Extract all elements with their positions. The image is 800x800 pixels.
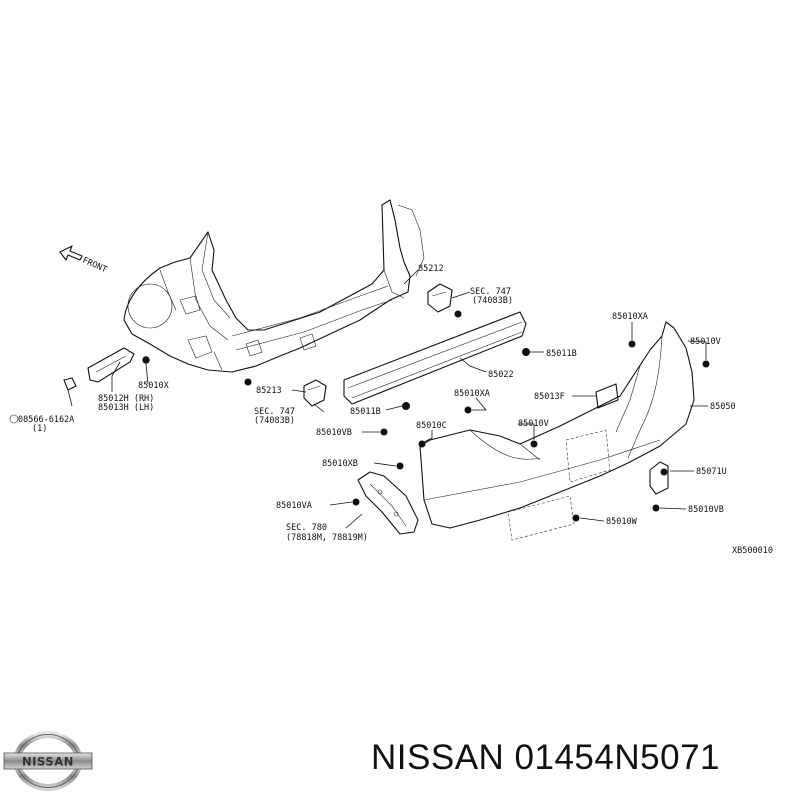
label-sec747-bottom: SEC. 747 — [254, 407, 295, 417]
label-85010w: 85010W — [606, 517, 638, 527]
label-sec747-bottom-ref: (74083B) — [254, 416, 295, 426]
label-85010x: 85010X — [138, 381, 170, 391]
label-85212: 85212 — [418, 264, 444, 274]
bumper-side-bracket — [357, 471, 419, 535]
front-arrow-icon — [59, 245, 83, 261]
label-85050: 85050 — [710, 402, 736, 412]
side-bracket-right — [649, 461, 669, 495]
side-bracket — [63, 347, 135, 391]
label-85011b-left: 85011B — [350, 407, 381, 417]
label-sec780-ref: (78818M, 78819M) — [286, 533, 368, 543]
stay-lower — [303, 379, 327, 407]
stay-upper — [427, 283, 453, 313]
label-sec747-top-ref: (74083B) — [472, 296, 513, 306]
part-number-caption: NISSAN 01454N5071 — [371, 738, 720, 777]
label-85010xb: 85010XB — [322, 459, 358, 469]
label-08566-qty: (1) — [32, 424, 47, 434]
label-85010v-mid: 85010V — [518, 419, 549, 429]
label-85013h: 85013H (LH) — [98, 403, 154, 413]
rear-body-panel — [123, 199, 425, 373]
rear-bumper-fascia — [419, 321, 695, 541]
front-label: FRONT — [81, 256, 108, 276]
label-85010xa-top: 85010XA — [612, 312, 648, 322]
label-85022: 85022 — [488, 370, 514, 380]
label-85010va: 85010VA — [276, 501, 312, 511]
label-85071u: 85071U — [696, 467, 727, 477]
label-08566: 08566-6162A — [18, 415, 74, 425]
label-85010c: 85010C — [416, 421, 447, 431]
label-85010vb-left: 85010VB — [316, 428, 352, 438]
label-85011b-right: 85011B — [546, 349, 577, 359]
label-sec747-top: SEC. 747 — [470, 287, 511, 297]
label-sec780: SEC. 780 — [286, 523, 327, 533]
bumper-reinforcement — [343, 311, 527, 405]
label-85213: 85213 — [256, 386, 282, 396]
bolt-symbol-icon — [9, 414, 19, 424]
label-85010v-top: 85010V — [690, 337, 721, 347]
label-85010xa-mid: 85010XA — [454, 389, 490, 399]
label-85012h: 85012H (RH) — [98, 394, 154, 404]
svg-text:NISSAN: NISSAN — [22, 755, 74, 769]
reflector — [595, 383, 619, 409]
label-85010vb-right: 85010VB — [688, 505, 724, 515]
nissan-logo-icon: NISSAN — [3, 730, 93, 792]
label-85013f: 85013F — [534, 392, 565, 402]
diagram-code: XB500010 — [732, 546, 773, 556]
leader-lines — [67, 269, 708, 529]
fasteners — [142, 310, 710, 522]
